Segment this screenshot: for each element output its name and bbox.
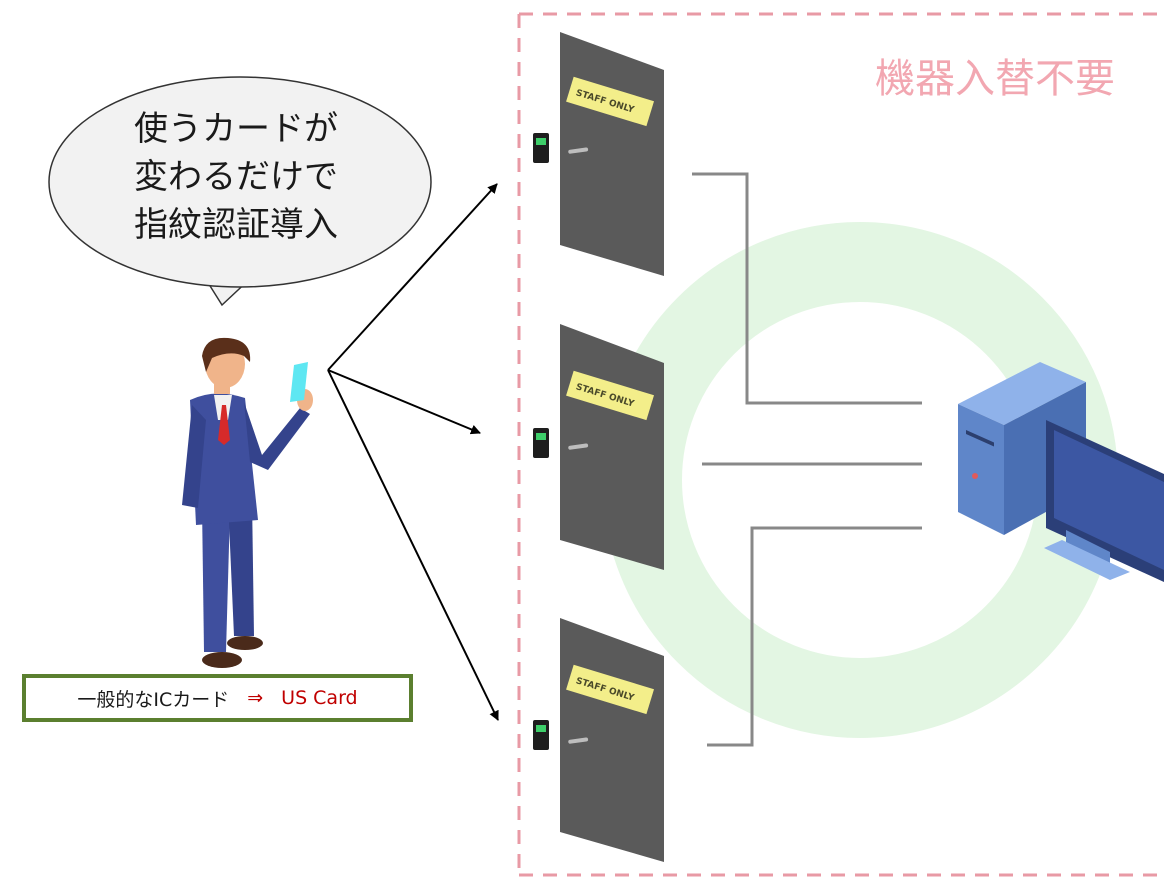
zone-title: 機器入替不要 — [875, 56, 1115, 102]
card-caption: 一般的なICカード ⇒ US Card — [22, 674, 413, 722]
caption-before: 一般的なICカード — [77, 688, 230, 711]
door-handle-icon — [568, 443, 589, 450]
bubble-line-3: 指紋認証導入 — [134, 205, 338, 245]
staff-only-sign: STAFF ONLY — [566, 76, 655, 127]
network-lines — [692, 172, 922, 747]
bubble-line-2: 変わるだけで — [134, 157, 338, 197]
door-icon — [560, 32, 664, 276]
door-handle-icon — [568, 147, 589, 154]
card-reader-icon — [533, 428, 549, 458]
card-reader-icon — [533, 720, 549, 750]
arrow-to-door-1 — [327, 183, 498, 371]
bubble-line-1: 使うカードが — [134, 109, 338, 149]
speech-bubble: 使うカードが 変わるだけで 指紋認証導入 — [48, 76, 432, 307]
ic-card-icon — [290, 362, 308, 402]
door-3: STAFF ONLY — [533, 618, 664, 862]
person-icon — [182, 337, 313, 668]
server-computer-icon — [958, 362, 1164, 582]
arrows — [327, 183, 499, 721]
caption-arrow: ⇒ — [247, 687, 264, 709]
door-handle-icon — [568, 737, 589, 744]
caption-after: US Card — [281, 687, 358, 709]
door-1: STAFF ONLY — [533, 32, 664, 276]
door-2: STAFF ONLY — [533, 324, 664, 570]
arrow-to-door-2 — [327, 369, 481, 435]
card-reader-icon — [533, 133, 549, 163]
zone-border — [517, 12, 1164, 877]
arrow-to-door-3 — [327, 369, 499, 721]
staff-only-sign: STAFF ONLY — [566, 370, 655, 421]
